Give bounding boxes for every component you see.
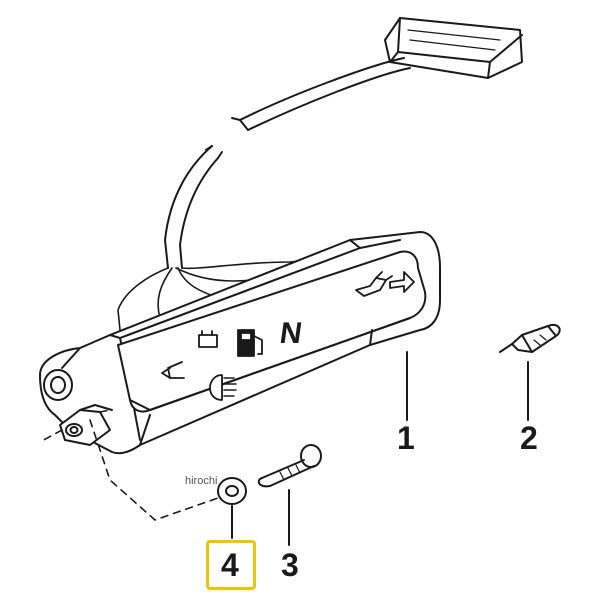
callout-part-3: 3: [281, 547, 299, 583]
bulb-part: [499, 324, 561, 353]
turn-left-arrow-icon: [161, 361, 185, 379]
washer-part: [217, 477, 247, 505]
battery-icon: [198, 330, 218, 348]
callout-highlight-box: [206, 540, 256, 590]
indicator-symbols: [161, 271, 415, 401]
leader-lines: [231, 351, 529, 546]
oil-can-icon: [355, 271, 393, 297]
callout-part-4: 4: [221, 547, 239, 583]
watermark-text: hirochi: [185, 475, 218, 487]
turn-right-arrow-icon: [389, 271, 415, 293]
main-cable: [164, 57, 411, 269]
callout-part-1: 1: [397, 420, 415, 456]
callout-part-2: 2: [520, 420, 538, 456]
headlight-icon: [209, 374, 237, 401]
screw-part: [257, 444, 322, 488]
dashed-reference-lines: [39, 409, 219, 521]
fuel-pump-icon: [237, 329, 263, 357]
